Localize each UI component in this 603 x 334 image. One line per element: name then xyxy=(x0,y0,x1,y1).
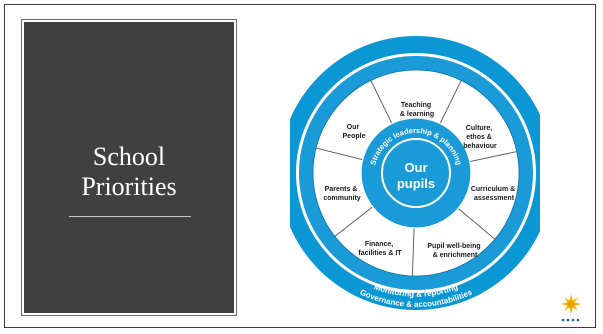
segment-divider-line xyxy=(370,80,393,124)
center-circle xyxy=(381,138,451,208)
segment-divider-line xyxy=(457,208,496,240)
segment-divider-line xyxy=(315,147,363,161)
slide-title-line1: School xyxy=(92,142,166,171)
segment-divider-line xyxy=(469,151,517,163)
center-label-line1: Our xyxy=(404,160,427,175)
priorities-wheel-diagram: Strategic leadership & planning Our pupi… xyxy=(290,36,540,310)
title-panel: School Priorities xyxy=(22,20,236,315)
segment-divider-line xyxy=(334,206,373,237)
segment-culture-ethos: Culture, ethos & behaviour xyxy=(463,125,497,150)
segment-pupil-wellbeing: Pupil well-being & enrichment xyxy=(427,243,482,259)
slide-title-line2: Priorities xyxy=(81,172,177,201)
segment-finance-facilities: Finance, facilities & IT xyxy=(358,241,402,257)
segment-teaching-learning: Teaching & learning xyxy=(400,102,434,118)
segment-curriculum-assessment: Curriculum & assessment xyxy=(471,186,517,202)
title-divider xyxy=(69,216,191,217)
segment-our-people: Our People xyxy=(343,124,366,140)
segment-parents-community: Parents & community xyxy=(323,186,360,202)
segment-divider-line xyxy=(439,80,462,124)
segment-dividers xyxy=(315,80,517,276)
center-label-line2: pupils xyxy=(397,176,435,191)
segment-divider-line xyxy=(411,227,415,276)
slide-title: School Priorities xyxy=(24,142,234,202)
segment-labels: Teaching & learning Culture, ethos & beh… xyxy=(323,102,517,259)
sun-logo-icon xyxy=(561,294,581,322)
